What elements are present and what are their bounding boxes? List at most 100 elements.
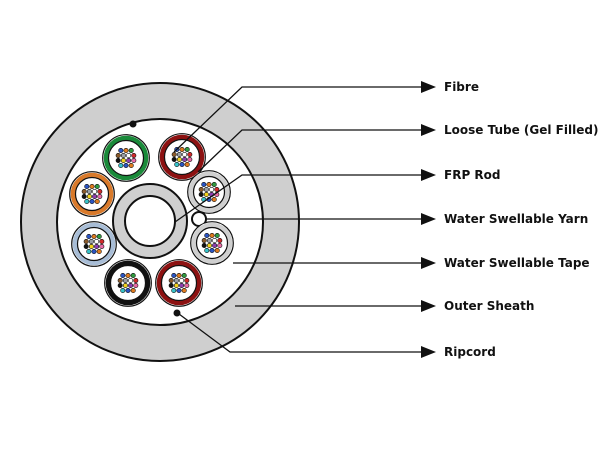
fibre — [214, 187, 220, 193]
loose-tube-gel — [163, 138, 201, 176]
fibre — [88, 244, 94, 250]
fibre — [118, 163, 124, 169]
loose-tube-gel — [76, 226, 112, 262]
fibre — [187, 157, 193, 163]
loose-tube-colour-ring — [188, 171, 230, 213]
fibre — [83, 244, 89, 250]
fibre — [209, 233, 215, 239]
fibre — [81, 194, 87, 200]
leader-line-fibre — [173, 86, 423, 153]
loose-tube-gel — [107, 139, 145, 177]
leader-line-loose-tube — [197, 129, 423, 173]
arrowhead-outer-sheath — [421, 300, 436, 312]
fibre — [125, 287, 131, 293]
fibre — [204, 248, 210, 254]
fibre — [123, 163, 129, 169]
fibre — [126, 158, 132, 164]
fibre — [123, 148, 129, 154]
fibre — [212, 243, 218, 249]
fibre — [184, 282, 190, 288]
loose-tube — [158, 133, 206, 181]
leader-line-frp-rod — [174, 174, 423, 223]
fibre — [171, 287, 177, 293]
loose-tube-colour-ring — [72, 222, 116, 266]
fibre — [128, 148, 134, 154]
fibre — [120, 287, 126, 293]
fibre — [171, 272, 177, 278]
fibre — [128, 163, 134, 169]
fibre — [209, 248, 215, 254]
loose-tube-gel — [74, 176, 110, 212]
fibre — [206, 238, 212, 244]
loose-tube-gel — [109, 264, 147, 302]
fibre — [176, 287, 182, 293]
fibre — [131, 158, 137, 164]
label-frp-rod: FRP Rod — [444, 168, 500, 182]
loose-tube-colour-ring — [105, 260, 151, 306]
arrowhead-water-swellable-yarn — [421, 213, 436, 225]
fibre — [176, 152, 182, 158]
fibre — [122, 282, 128, 288]
fibre — [91, 249, 97, 255]
fibre — [94, 239, 100, 245]
fibre — [204, 233, 210, 239]
ripcord-top — [129, 120, 137, 128]
fibre — [184, 277, 190, 283]
fibre — [81, 189, 87, 195]
fibre — [179, 162, 185, 168]
fibre — [217, 238, 223, 244]
fibre — [171, 152, 177, 158]
fibre — [206, 243, 212, 249]
fibre — [201, 182, 207, 188]
fibre — [97, 194, 103, 200]
fibre — [179, 147, 185, 153]
label-water-swellable-tape: Water Swellable Tape — [444, 256, 590, 270]
fibre — [83, 239, 89, 245]
fibre — [96, 234, 102, 240]
fibre — [179, 282, 185, 288]
fibre — [201, 238, 207, 244]
fibre — [130, 287, 136, 293]
loose-tube-colour-ring — [103, 135, 149, 181]
fibre — [86, 249, 92, 255]
fibre — [211, 197, 217, 203]
fibre — [94, 244, 100, 250]
fibre — [117, 277, 123, 283]
fibre — [168, 277, 174, 283]
fibre — [203, 187, 209, 193]
fibre — [126, 153, 132, 159]
loose-tube — [69, 171, 115, 217]
fibre — [128, 277, 134, 283]
fibre — [88, 239, 94, 245]
arrowhead-loose-tube — [421, 124, 436, 136]
fibre — [120, 272, 126, 278]
arrowhead-water-swellable-tape — [421, 257, 436, 269]
leader-arrowheads — [421, 81, 436, 358]
fibre — [187, 152, 193, 158]
fibre — [99, 239, 105, 245]
fibre — [125, 272, 131, 278]
fibre — [122, 277, 128, 283]
fibre — [217, 243, 223, 249]
fibre — [128, 282, 134, 288]
fibre — [182, 152, 188, 158]
loose-tube — [187, 170, 231, 214]
fibre — [206, 182, 212, 188]
loose-tube-colour-ring — [159, 134, 205, 180]
fibre — [91, 234, 97, 240]
fibre — [133, 277, 139, 283]
fibre — [92, 189, 98, 195]
fibre — [117, 282, 123, 288]
fibre — [99, 244, 105, 250]
loose-tube-gel — [192, 175, 226, 209]
loose-tube — [104, 259, 152, 307]
fibre — [89, 184, 95, 190]
fibre — [212, 238, 218, 244]
fibre — [203, 192, 209, 198]
fibre — [115, 153, 121, 159]
fibre — [171, 157, 177, 163]
fibre — [209, 187, 215, 193]
loose-tube — [155, 259, 203, 307]
fibre — [214, 233, 220, 239]
